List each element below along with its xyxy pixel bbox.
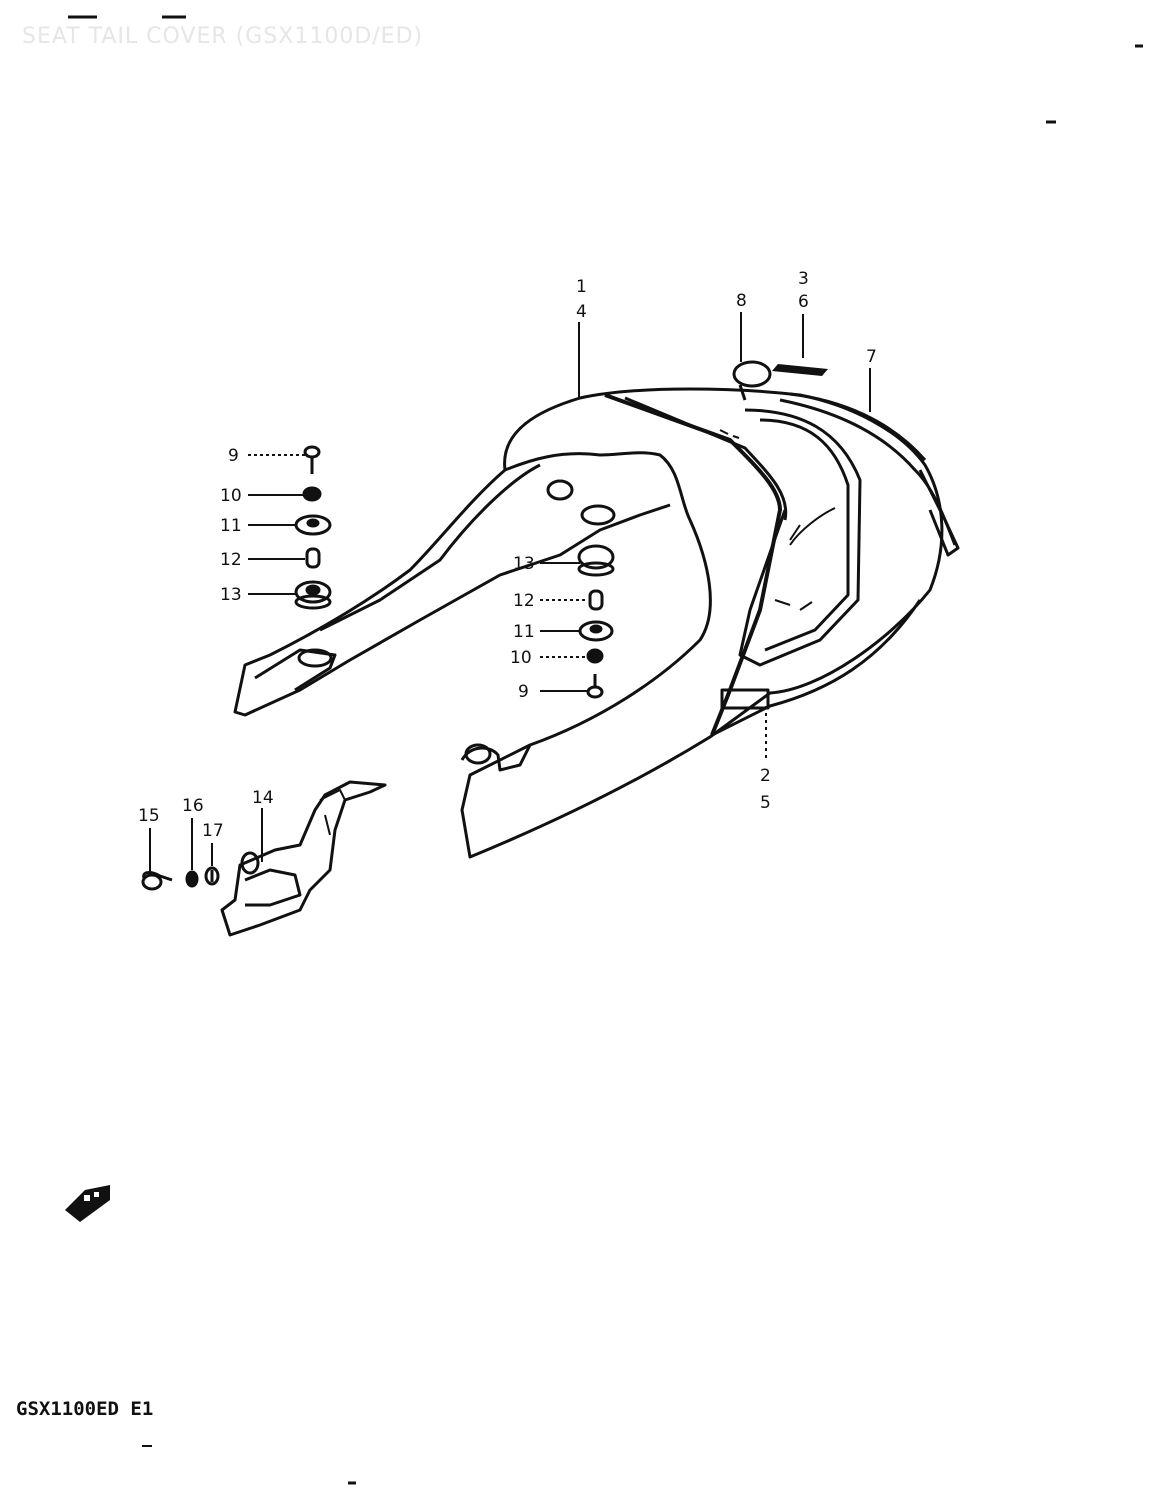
model-code: GSX1100ED E1 <box>16 1398 154 1420</box>
callout-left-12: 12 <box>220 550 242 570</box>
callout-14: 14 <box>252 788 274 808</box>
callout-1: 1 <box>576 277 587 297</box>
callout-mid-12: 12 <box>513 591 535 611</box>
callout-mid-10: 10 <box>510 648 532 668</box>
part-3-6-emblem-strip <box>772 364 828 376</box>
scan-marks <box>68 15 1143 1485</box>
callout-left-13: 13 <box>220 585 242 605</box>
left-cushion-13 <box>294 580 332 610</box>
part-8-cap <box>732 360 772 401</box>
hardware-stack-middle <box>577 544 615 699</box>
left-washer-10 <box>302 486 322 502</box>
callout-2: 2 <box>760 766 771 786</box>
callout-left-11: 11 <box>220 516 242 536</box>
callout-15: 15 <box>138 806 160 826</box>
mid-collar-12 <box>588 589 604 611</box>
callout-lines <box>149 312 871 875</box>
left-bolt-9 <box>303 445 321 474</box>
mid-grommet-11 <box>578 620 614 642</box>
seat-lock-bracket-assembly <box>141 780 387 937</box>
callout-mid-9: 9 <box>518 682 529 702</box>
callout-4: 4 <box>576 302 587 322</box>
callout-left-10: 10 <box>220 486 242 506</box>
callout-mid-11: 11 <box>513 622 535 642</box>
callout-3: 3 <box>798 269 809 289</box>
callout-mid-13: 13 <box>513 554 535 574</box>
hardware-stack-left <box>294 445 332 610</box>
part-16-washer <box>185 870 199 888</box>
seat-tail-cover <box>233 387 960 859</box>
mid-cushion-13 <box>577 544 615 577</box>
callout-17: 17 <box>202 821 224 841</box>
callout-7: 7 <box>866 347 877 367</box>
page-title: SEAT TAIL COVER (GSX1100D/ED) <box>22 24 424 49</box>
front-direction-arrow-icon <box>65 1185 110 1222</box>
callout-labels: 1 4 3 6 8 7 2 5 9 10 11 12 13 13 12 11 1… <box>138 269 877 841</box>
part-15-bolt <box>141 871 173 891</box>
mid-bolt-9 <box>586 674 604 699</box>
mid-washer-10 <box>586 648 604 664</box>
part-14-bracket <box>220 780 387 937</box>
part-17-nut <box>204 866 220 886</box>
left-collar-12 <box>305 547 321 569</box>
callout-left-9: 9 <box>228 446 239 466</box>
callout-16: 16 <box>182 796 204 816</box>
callout-6: 6 <box>798 292 809 312</box>
callout-8: 8 <box>736 291 747 311</box>
callout-5: 5 <box>760 793 771 813</box>
left-grommet-11 <box>294 514 332 536</box>
